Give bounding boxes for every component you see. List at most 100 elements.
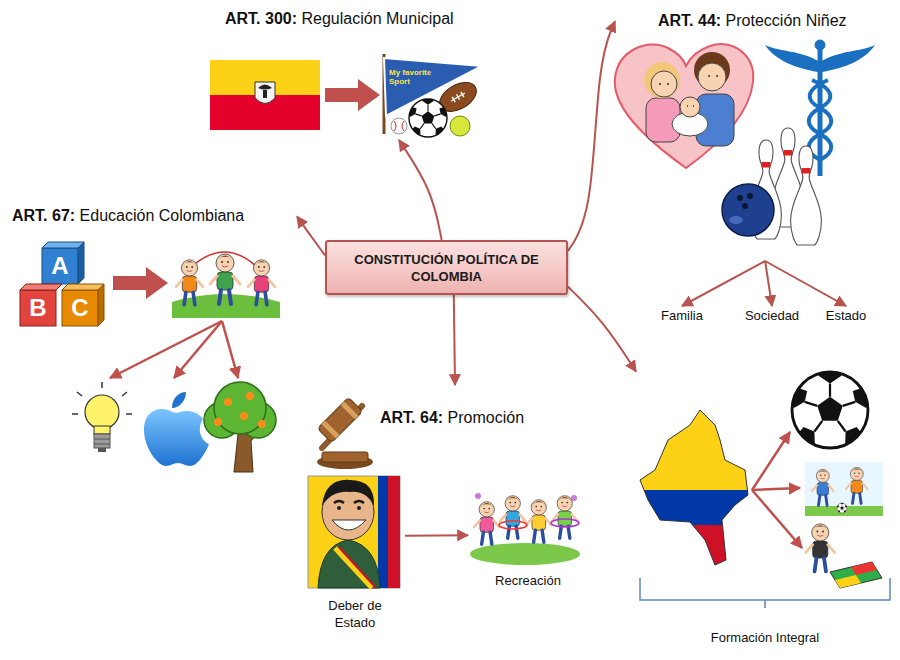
president-caricature [357, 506, 361, 510]
connector-arrow [297, 217, 325, 256]
heading-text: Protección Niñez [726, 12, 847, 29]
picture-caption: Recreación [468, 488, 588, 593]
gavel [341, 402, 359, 420]
kid-with-mat [830, 562, 882, 588]
recreation-kids [470, 543, 580, 565]
pointer-arrows [752, 490, 802, 548]
article-heading: ART. 44: Protección Niñez [615, 6, 895, 261]
fruit-tree [240, 412, 248, 420]
kids-playing [176, 260, 203, 305]
gavel [317, 397, 362, 442]
apple-logo [172, 392, 186, 408]
abc-blocks [98, 284, 104, 326]
fruit-tree [214, 382, 266, 434]
node-text: Estado [826, 308, 866, 323]
node-text: Deber de Estado [328, 598, 381, 630]
bogota-flag [255, 82, 275, 104]
node-text: Formación Integral [711, 630, 819, 645]
caduceus [809, 80, 832, 160]
sports-pennant [450, 90, 467, 103]
bowling [742, 203, 748, 209]
pointer-arrows [752, 432, 790, 490]
bowling [722, 128, 821, 245]
bogota-flag [258, 85, 272, 99]
abc-blocks [42, 248, 78, 284]
bowling [722, 184, 774, 236]
text-block: ART. 300:Regulación Municipal [225, 10, 454, 28]
text-block: Recreación [495, 572, 561, 589]
text-block: ART. 44: Protección Niñez [658, 12, 847, 30]
connector-arrow [405, 534, 468, 537]
connector-arrow [454, 295, 455, 385]
sports-pennant [384, 54, 482, 137]
president-caricature [308, 476, 400, 588]
connector-arrow [682, 261, 765, 306]
branch-label: Sociedad [741, 306, 803, 325]
bowling [747, 193, 753, 199]
family-heart [644, 62, 680, 98]
block-arrow [325, 79, 380, 111]
pointer-arrows [174, 321, 222, 378]
node-text: Recreación [495, 573, 561, 588]
kid-with-mat [806, 524, 835, 572]
heading-text: ART. 67: [12, 207, 75, 224]
recreation-kids [475, 493, 481, 499]
block-letter: A [42, 248, 78, 284]
fruit-tree [258, 420, 266, 428]
bowling [791, 146, 822, 245]
colombia-map [630, 400, 760, 490]
heading-text: ART. 300: [225, 10, 297, 27]
fruit-tree [214, 418, 222, 426]
kid-with-mat [806, 524, 882, 588]
gavel [322, 452, 368, 462]
colombia-map [630, 490, 760, 525]
president-caricature [318, 540, 380, 588]
caduceus [765, 45, 875, 72]
president-caricature [388, 476, 400, 588]
fruit-tree [204, 382, 276, 472]
abc-blocks [62, 284, 104, 290]
recreation-kids [499, 521, 527, 529]
pennant-text: My favorite Sport [389, 68, 439, 88]
family-heart [659, 76, 718, 106]
president-caricature [337, 506, 341, 510]
president-caricature [334, 501, 364, 503]
pointer-arrows [752, 432, 802, 548]
bowling [784, 150, 793, 156]
kid-with-mat [851, 562, 877, 575]
node-text: Sociedad [745, 308, 799, 323]
kids-soccer [837, 502, 848, 513]
president-caricature [335, 548, 372, 588]
light-bulb [98, 448, 106, 452]
kids-playing [172, 252, 280, 318]
sports-pennant [450, 116, 470, 136]
light-bulb [94, 434, 110, 448]
heading-text: ART. 64: [380, 409, 443, 426]
light-bulb [94, 439, 110, 444]
apple-logo [144, 392, 209, 466]
fruit-tree [224, 398, 232, 406]
group-caption: Formación Integral [636, 360, 894, 650]
bowling [729, 216, 743, 224]
caduceus [809, 80, 832, 160]
block-arrow [113, 267, 168, 299]
heading-text: ART. 44: [658, 12, 721, 29]
text-block: Sociedad [745, 308, 799, 323]
colombia-map [630, 400, 760, 570]
light-bulb [85, 395, 119, 429]
central-box: CONSTITUCIÓN POLÍTICA DE COLOMBIA [325, 240, 568, 295]
article-heading: ART. 64:Promoción [305, 385, 565, 473]
text-block: Estado [826, 308, 866, 323]
text-block: Formación Integral [711, 629, 819, 646]
article-heading: ART. 300:Regulación Municipal [210, 6, 480, 140]
recreation-kids [526, 500, 552, 543]
abc-blocks [42, 242, 84, 248]
family-heart [615, 44, 753, 168]
recreation-kids [474, 502, 500, 545]
family-heart [680, 97, 700, 117]
pointer-arrows [752, 488, 800, 490]
soccer-ball [788, 364, 872, 448]
kids-soccer [805, 462, 883, 516]
